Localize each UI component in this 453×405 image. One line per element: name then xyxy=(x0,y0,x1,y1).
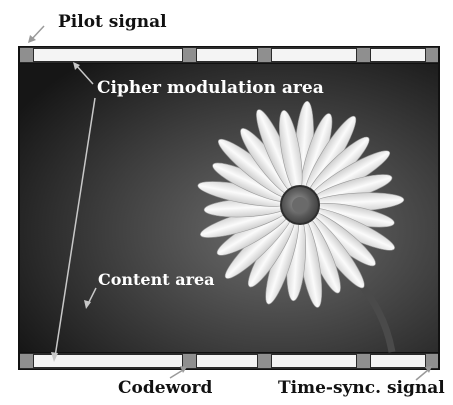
top-pilot-block xyxy=(426,48,438,62)
content-area-pointer xyxy=(87,287,97,305)
content-area-label: Content area xyxy=(98,270,215,289)
bottom-sync-block xyxy=(183,354,196,368)
codeword-pointer xyxy=(169,369,184,379)
pilot-signal-label: Pilot signal xyxy=(58,12,167,32)
bottom-codeword-segment xyxy=(371,355,425,367)
cipher-area-pointer xyxy=(74,63,94,85)
bottom-sync-block xyxy=(258,354,271,368)
time-sync-arrowhead xyxy=(425,366,432,373)
top-modulation-band xyxy=(20,47,438,63)
bottom-sync-block xyxy=(357,354,370,368)
top-sync-block xyxy=(258,48,271,62)
top-sync-block xyxy=(357,48,370,62)
bottom-modulation-band xyxy=(20,353,438,369)
cipher-area-long-arrowhead xyxy=(51,352,58,362)
bottom-codeword-segment xyxy=(197,355,257,367)
top-codeword-segment xyxy=(371,49,425,61)
top-codeword-segment xyxy=(272,49,356,61)
content-area-arrowhead xyxy=(84,300,91,309)
flower-petals xyxy=(197,100,405,308)
bottom-codeword-segment xyxy=(34,355,182,367)
flower-center-detail xyxy=(292,197,308,213)
top-codeword-segment xyxy=(197,49,257,61)
time-sync-signal-label: Time-sync. signal xyxy=(278,378,445,398)
cipher-area-arrowhead xyxy=(73,62,80,70)
top-pilot-block xyxy=(20,48,33,62)
top-codeword-segment xyxy=(34,49,182,61)
codeword-arrowhead xyxy=(180,366,187,373)
time-sync-pointer xyxy=(415,369,429,381)
bottom-pilot-block xyxy=(20,354,33,368)
bottom-codeword-segment xyxy=(272,355,356,367)
bottom-pilot-block xyxy=(426,354,438,368)
pilot-signal-arrowhead xyxy=(28,35,36,43)
cipher-area-long-pointer xyxy=(54,97,96,358)
codeword-label: Codeword xyxy=(118,378,213,398)
top-sync-block xyxy=(183,48,196,62)
cipher-modulation-area-label: Cipher modulation area xyxy=(97,78,324,98)
